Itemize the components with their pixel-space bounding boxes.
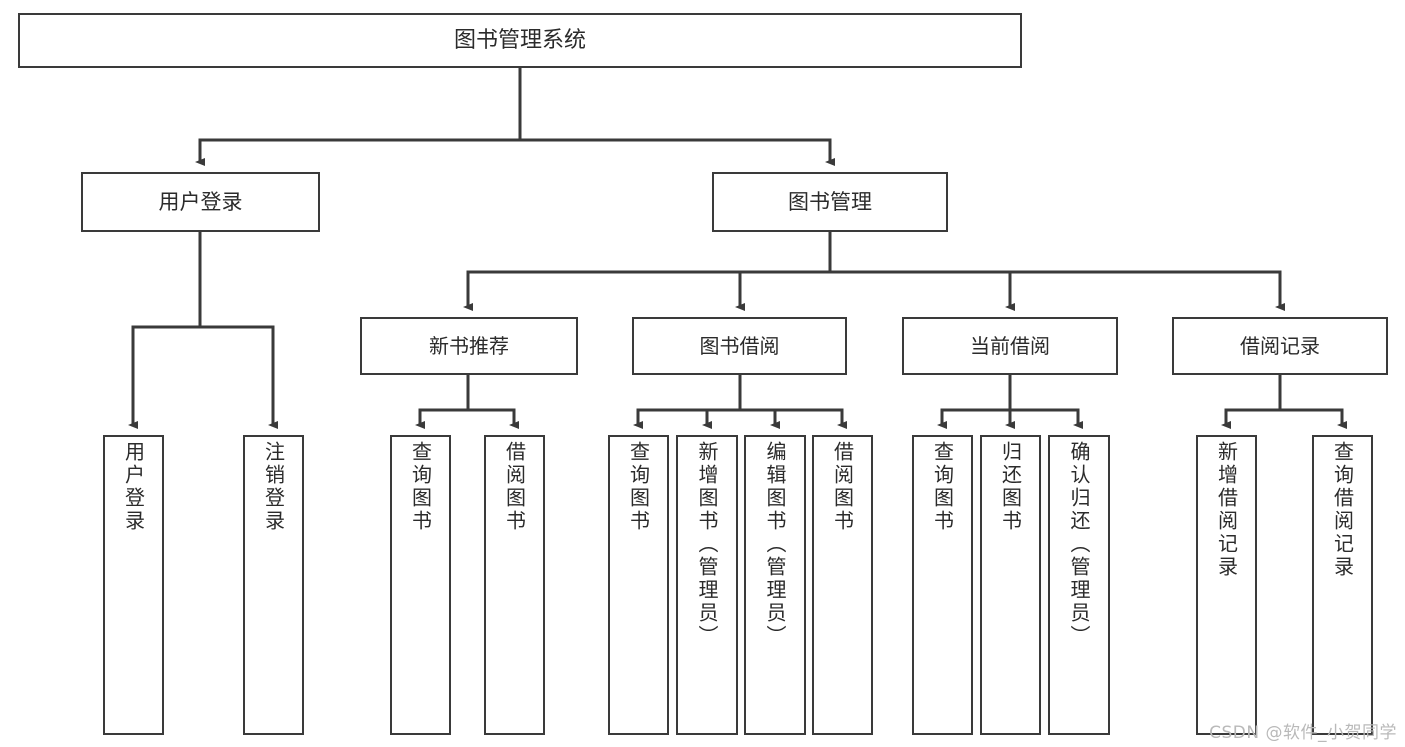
leaf-query-book-newbook[interactable]: 查询图书 <box>390 435 451 735</box>
node-book-management[interactable]: 图书管理 <box>712 172 948 232</box>
leaf-label: 新增图书（管理员） <box>695 441 719 648</box>
leaf-label: 借阅图书 <box>830 441 855 533</box>
leaf-label: 编辑图书（管理员） <box>763 441 787 648</box>
leaf-label: 查询图书 <box>408 441 433 533</box>
leaf-label: 归还图书 <box>998 441 1023 533</box>
node-book-borrow[interactable]: 图书借阅 <box>632 317 847 375</box>
node-user-login[interactable]: 用户登录 <box>81 172 320 232</box>
leaf-label: 确认归还（管理员） <box>1067 441 1091 648</box>
leaf-add-borrow-record[interactable]: 新增借阅记录 <box>1196 435 1257 735</box>
node-borrow-record[interactable]: 借阅记录 <box>1172 317 1388 375</box>
leaf-confirm-return-admin[interactable]: 确认归还（管理员） <box>1048 435 1110 735</box>
leaf-label: 查询借阅记录 <box>1330 441 1355 579</box>
leaf-borrow-book-newbook[interactable]: 借阅图书 <box>484 435 545 735</box>
leaf-edit-book-admin[interactable]: 编辑图书（管理员） <box>744 435 806 735</box>
leaf-query-borrow-record[interactable]: 查询借阅记录 <box>1312 435 1373 735</box>
leaf-user-logout[interactable]: 注销登录 <box>243 435 304 735</box>
node-current-borrow[interactable]: 当前借阅 <box>902 317 1118 375</box>
leaf-query-book-borrow[interactable]: 查询图书 <box>608 435 669 735</box>
leaf-label: 查询图书 <box>930 441 955 533</box>
node-new-book-recommend[interactable]: 新书推荐 <box>360 317 578 375</box>
leaf-return-book[interactable]: 归还图书 <box>980 435 1041 735</box>
leaf-label: 用户登录 <box>121 441 146 533</box>
leaf-query-book-current[interactable]: 查询图书 <box>912 435 973 735</box>
leaf-add-book-admin[interactable]: 新增图书（管理员） <box>676 435 738 735</box>
watermark-text: CSDN @软件_小贺同学 <box>1209 723 1397 743</box>
node-root-system[interactable]: 图书管理系统 <box>18 13 1022 68</box>
leaf-user-login[interactable]: 用户登录 <box>103 435 164 735</box>
leaf-label: 借阅图书 <box>502 441 527 533</box>
leaf-label: 注销登录 <box>261 441 286 533</box>
leaf-label: 查询图书 <box>626 441 651 533</box>
leaf-lend-book[interactable]: 借阅图书 <box>812 435 873 735</box>
leaf-label: 新增借阅记录 <box>1214 441 1239 579</box>
